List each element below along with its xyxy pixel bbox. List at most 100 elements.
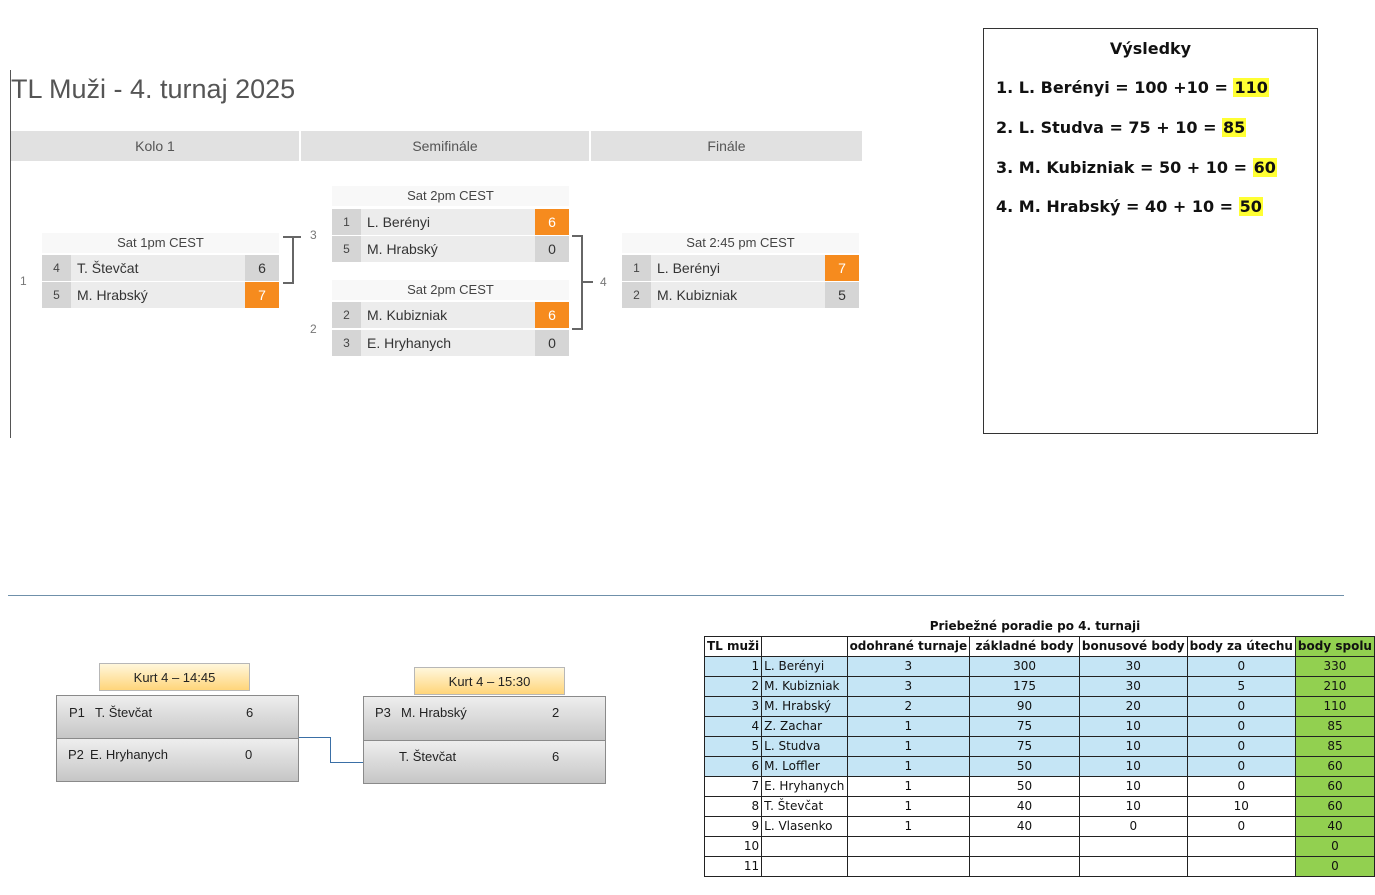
player-name: L. Berényi [657,260,721,276]
cell-played: 1 [846,776,971,797]
result-line: 1. L. Berényi = 100 +10 = 110 [996,78,1269,97]
cell-bonus: 10 [1078,756,1188,777]
match-player-row[interactable]: 1 L. Berényi 6 [332,209,569,235]
match-player-row[interactable]: 2 M. Kubizniak 5 [622,282,859,308]
cell-name: E. Hryhanych [761,776,848,797]
result-total: 110 [1233,78,1269,97]
cell-name: M. Kubizniak [761,676,848,697]
match-number: 4 [600,275,607,289]
cell-rank: 1 [703,656,763,677]
cell-total: 330 [1294,656,1375,677]
result-total: 60 [1252,158,1277,177]
cell-bonus [1078,856,1188,877]
player-name: T. Števčat [77,260,139,276]
cell-rank: 3 [703,696,763,717]
court-match-row[interactable]: P3 M. Hrabský 2 [363,696,606,741]
results-box: Výsledky 1. L. Berényi = 100 +10 = 110 2… [983,28,1318,434]
player-seed: 3 [332,330,361,356]
match-player-row[interactable]: 3 E. Hryhanych 0 [332,330,569,356]
results-title: Výsledky [1109,39,1192,58]
round-header-3: Finále [591,131,862,161]
cell-bonus: 10 [1078,736,1188,757]
cell-base: 175 [969,676,1080,697]
cell-played: 1 [846,716,971,737]
result-total: 85 [1222,118,1247,137]
cell-name: M. Loffler [761,756,848,777]
cell-played: 1 [846,736,971,757]
player-seed: 5 [42,282,71,308]
player-score: 6 [246,705,254,720]
player-score: 6 [535,302,569,328]
player-name: E. Hryhanych [367,335,452,351]
player-score: 2 [552,705,560,720]
bracket-connector [292,236,301,238]
court-match-row[interactable]: P2 E. Hryhanych 0 [56,738,299,782]
cell-consolation: 5 [1186,676,1296,697]
cell-consolation: 0 [1186,656,1296,677]
table-header-row: TL muži odohrané turnaje základné body b… [703,636,1375,657]
cell-bonus: 30 [1078,656,1188,677]
match-player-row[interactable]: 5 M. Hrabský 0 [332,236,569,262]
cell-played [846,856,971,877]
player-name: T. Števčat [399,749,457,764]
court-match-row[interactable]: P1 T. Števčat 6 [56,695,299,739]
player-tag: P1 [69,705,85,720]
result-text: 1. L. Berényi = 100 +10 = [996,78,1234,97]
column-header: bonusové body [1078,636,1188,657]
cell-total: 85 [1294,716,1375,737]
cell-base [969,856,1080,877]
cell-played: 3 [846,656,971,677]
match-number: 2 [310,322,317,336]
column-header: body za útechu [1186,636,1296,657]
cell-played: 2 [846,696,971,717]
cell-base: 50 [969,756,1080,777]
match-number: 3 [310,228,317,242]
cell-rank: 2 [703,676,763,697]
cell-consolation: 0 [1186,696,1296,717]
match-player-row[interactable]: 2 M. Kubizniak 6 [332,302,569,328]
cell-consolation: 0 [1186,736,1296,757]
cell-name: L. Studva [761,736,848,757]
result-text: 4. M. Hrabský = 40 + 10 = [996,197,1239,216]
cell-name [761,856,848,877]
cell-consolation: 0 [1186,716,1296,737]
cell-total: 0 [1294,856,1375,877]
cell-bonus: 0 [1078,816,1188,837]
cell-total: 85 [1294,736,1375,757]
column-header: základné body [969,636,1080,657]
player-score: 7 [245,282,279,308]
cell-played: 1 [846,796,971,817]
cell-consolation: 0 [1186,816,1296,837]
cell-total: 210 [1294,676,1375,697]
match-player-row[interactable]: 1 L. Berényi 7 [622,255,859,281]
cell-name: L. Vlasenko [761,816,848,837]
match-time: Sat 2:45 pm CEST [622,233,859,253]
player-tag: P3 [375,705,391,720]
player-tag: P2 [68,747,84,762]
player-score: 6 [245,255,279,281]
court-match-row[interactable]: T. Števčat 6 [363,740,606,784]
player-score: 6 [535,209,569,235]
standings-table: TL muži odohrané turnaje základné body b… [703,636,1375,877]
cell-played: 1 [846,816,971,837]
cell-name: Z. Zachar [761,716,848,737]
match-player-row[interactable]: 4 T. Števčat 6 [42,255,279,281]
match-player-row[interactable]: 5 M. Hrabský 7 [42,282,279,308]
cell-name: M. Hrabský [761,696,848,717]
cell-played: 1 [846,756,971,777]
cell-total: 60 [1294,756,1375,777]
match-time: Sat 1pm CEST [42,233,279,253]
court-connector [330,737,331,763]
